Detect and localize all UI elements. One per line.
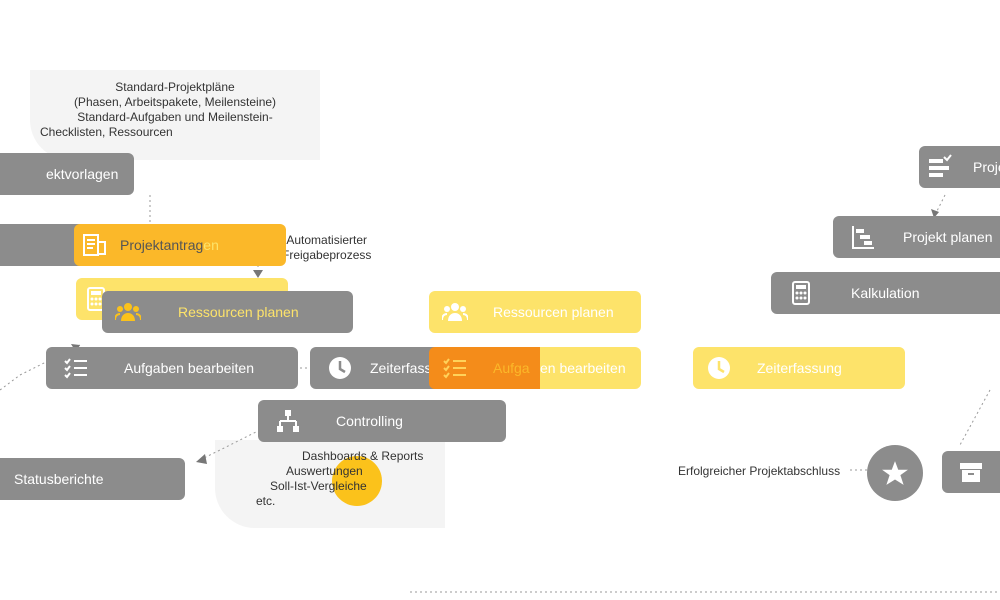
aufgaben-bearbeiten-left-label: Aufgaben bearbeiten xyxy=(124,360,254,376)
aufgaben-bearbeiten-left-box[interactable]: Aufgaben bearbeiten xyxy=(46,347,298,389)
calculator-icon xyxy=(771,272,831,314)
ressourcen-planen-left-label: Ressourcen planen xyxy=(178,304,299,320)
template-icon xyxy=(919,146,959,188)
people-icon xyxy=(102,291,154,333)
template-note-line: Standard-Projektpläne xyxy=(115,80,235,94)
zeiterfassung-right-box[interactable]: Zeiterfassung xyxy=(693,347,905,389)
ressourcen-planen-left-box[interactable]: Ressourcen planen xyxy=(102,291,353,333)
reports-highlight-circle xyxy=(332,456,382,506)
clock-icon xyxy=(310,347,370,389)
projekt-top-right-label: Proje xyxy=(973,159,1000,175)
people-icon xyxy=(429,291,481,333)
reports-note-panel xyxy=(215,440,445,528)
projekt-top-right-box[interactable]: Proje xyxy=(919,146,1000,188)
template-note-line: (Phasen, Arbeitspakete, Meilensteine) xyxy=(73,95,277,109)
approval-note: Automatisierter Freigabeprozess xyxy=(282,233,371,263)
approval-note-line: Automatisierter xyxy=(286,233,368,247)
reports-note: Dashboards & Reports Auswertungen Soll-I… xyxy=(256,449,423,509)
aufgaben-mid-label-a: Aufga xyxy=(493,360,530,376)
controlling-label: Controlling xyxy=(336,413,403,429)
clock-icon xyxy=(693,347,745,389)
ressourcen-planen-mid-box[interactable]: Ressourcen planen xyxy=(429,291,641,333)
statusberichte-box[interactable]: Statusberichte xyxy=(0,458,185,500)
approval-note-line: Freigabeprozess xyxy=(282,248,372,262)
zeiterfassung-right-label: Zeiterfassung xyxy=(757,360,842,376)
task-list-icon xyxy=(429,347,481,389)
task-list-icon xyxy=(46,347,106,389)
aufgaben-mid-label-b: en bearbeiten xyxy=(540,360,626,376)
star-icon xyxy=(881,459,909,487)
archive-box[interactable] xyxy=(942,451,1000,493)
template-note-panel xyxy=(30,70,320,160)
projektantrag-box[interactable]: Projektantrag en xyxy=(74,224,286,266)
reports-note-line: etc. xyxy=(256,494,276,508)
aufgaben-bearbeiten-mid-ext[interactable]: en bearbeiten xyxy=(540,347,641,389)
ressourcen-planen-mid-label: Ressourcen planen xyxy=(493,304,614,320)
template-note: Standard-Projektpläne (Phasen, Arbeitspa… xyxy=(40,80,310,140)
projektantrag-label: Projektantrag xyxy=(120,237,204,253)
reports-note-line: Auswertungen xyxy=(286,464,363,478)
closure-star-circle[interactable] xyxy=(867,445,923,501)
projekt-planen-box[interactable]: Projekt planen xyxy=(833,216,1000,258)
kalkulation-label: Kalkulation xyxy=(851,285,920,301)
org-chart-icon xyxy=(258,400,318,442)
template-note-line: Checklisten, Ressourcen xyxy=(40,125,173,139)
controlling-box[interactable]: Controlling xyxy=(258,400,506,442)
document-icon xyxy=(74,224,114,266)
gantt-icon xyxy=(833,216,893,258)
projektantrag-ghost-label: en xyxy=(203,237,219,253)
reports-note-line: Dashboards & Reports xyxy=(302,449,424,463)
template-note-line: Standard-Aufgaben und Meilenstein- xyxy=(77,110,273,124)
kalkulation-box[interactable]: Kalkulation xyxy=(771,272,1000,314)
projekt-planen-label: Projekt planen xyxy=(903,229,993,245)
projektvorlagen-box[interactable]: ektvorlagen xyxy=(0,153,134,195)
projektvorlagen-label: ektvorlagen xyxy=(46,166,119,182)
aufgaben-bearbeiten-mid-box[interactable]: Aufga xyxy=(429,347,561,389)
reports-note-line: Soll-Ist-Vergleiche xyxy=(270,479,367,493)
closure-note: Erfolgreicher Projektabschluss xyxy=(678,464,841,478)
archive-icon xyxy=(942,451,1000,493)
statusberichte-label: Statusberichte xyxy=(14,471,104,487)
